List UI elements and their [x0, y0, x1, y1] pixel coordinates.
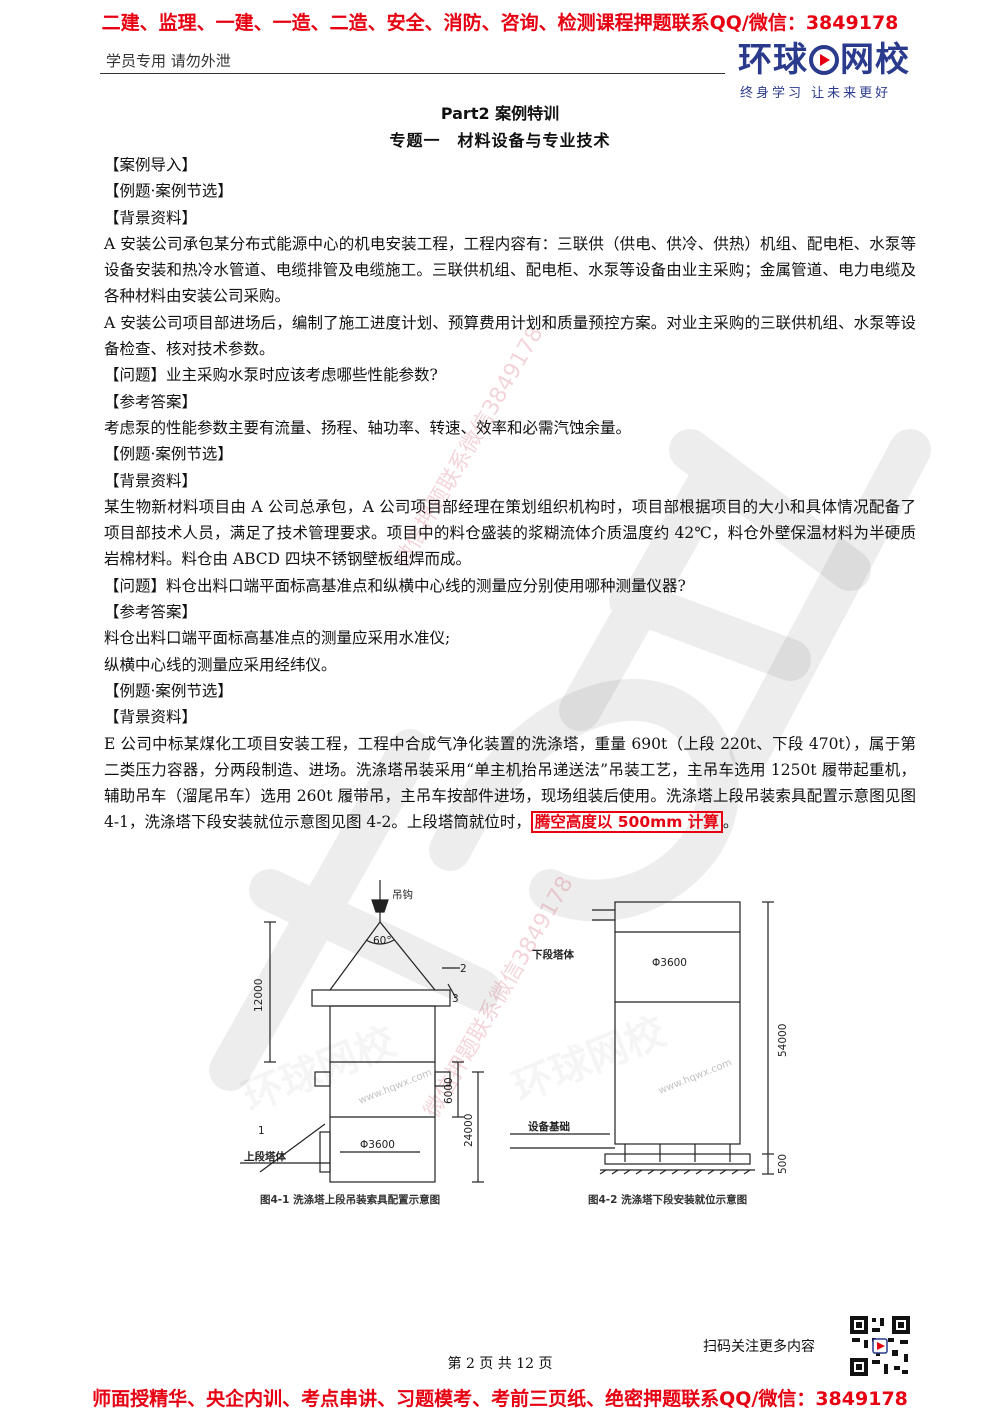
label-hook: 吊钩: [392, 889, 413, 901]
figure-area: 吊钩 60° 2 3 1 12000 6000 24000 Φ3600 上段塔体…: [220, 872, 800, 1212]
logo-text-left: 环球: [738, 40, 808, 80]
paragraph: E 公司中标某煤化工项目安装工程，工程中合成气净化装置的洗涤塔，重量 690t（…: [104, 731, 916, 836]
section-heading: 【例题·案例节选】: [104, 445, 233, 464]
label-3: 3: [452, 993, 459, 1005]
label-lower-section: 下段塔体: [532, 948, 574, 961]
header-divider: [100, 73, 725, 74]
section-heading: 【例题·案例节选】: [104, 681, 233, 700]
document-body: 【案例导入】 【例题·案例节选】 【背景资料】 A 安装公司承包某分布式能源中心…: [104, 152, 916, 836]
answer: 考虑泵的性能参数主要有流量、扬程、轴功率、转速、效率和必需汽蚀余量。: [104, 418, 632, 437]
qr-caption: 扫码关注更多内容: [703, 1339, 815, 1355]
label-angle: 60°: [373, 935, 392, 947]
figure-4-1-diagram: 吊钩 60° 2 3 1 12000 6000 24000 Φ3600 上段塔体…: [237, 880, 789, 1183]
label-diameter-1: Φ3600: [360, 1139, 395, 1151]
header-note: 学员专用 请勿外泄: [106, 52, 231, 70]
question: 【问题】料仓出料口端平面标高基准点和纵横中心线的测量应分别使用哪种测量仪器?: [104, 576, 686, 595]
section-heading: 【背景资料】: [104, 471, 198, 490]
section-heading: 【例题·案例节选】: [104, 182, 233, 201]
promo-banner-bottom: 师面授精华、央企内训、考点串讲、习题模考、考前三页纸、绝密押题联系QQ/微信：3…: [92, 1388, 908, 1410]
logo-slogan: 终身学习 让未来更好: [740, 86, 892, 101]
promo-banner-top: 二建、监理、一建、一造、二造、安全、消防、咨询、检测课程押题联系QQ/微信：38…: [101, 12, 899, 34]
section-heading: 【背景资料】: [104, 708, 198, 727]
answer: 纵横中心线的测量应采用经纬仪。: [104, 655, 337, 674]
figure-4-2-diagram: [510, 901, 774, 1175]
page-number: 第 2 页 共 12 页: [447, 1356, 553, 1372]
dim-54000: 54000: [777, 1024, 789, 1057]
label-foundation: 设备基础: [528, 1120, 570, 1133]
label-1: 1: [258, 1125, 265, 1137]
figure-4-1-caption: 图4-1 洗涤塔上段吊装索具配置示意图: [260, 1194, 441, 1206]
section-heading: 【背景资料】: [104, 208, 198, 227]
paragraph: A 安装公司项目部进场后，编制了施工进度计划、预算费用计划和质量预控方案。对业主…: [104, 313, 916, 359]
figure-4-2-caption: 图4-2 洗涤塔下段安装就位示意图: [588, 1194, 748, 1206]
label-upper-section: 上段塔体: [244, 1150, 286, 1163]
section-heading: 【参考答案】: [104, 392, 198, 411]
dim-12000: 12000: [253, 979, 265, 1012]
dim-6000: 6000: [443, 1077, 455, 1104]
label-diameter-2: Φ3600: [652, 957, 687, 969]
section-heading: 【参考答案】: [104, 603, 198, 622]
dim-500: 500: [777, 1154, 789, 1174]
part-title: Part2 案例特训: [440, 104, 560, 123]
question: 【问题】业主采购水泵时应该考虑哪些性能参数?: [104, 366, 438, 385]
paragraph-end: 。: [722, 813, 739, 832]
figure-watermark-1: 环球网校: [237, 1019, 403, 1122]
dim-24000: 24000: [463, 1114, 475, 1147]
label-2: 2: [460, 963, 467, 975]
qr-code-icon[interactable]: [848, 1314, 912, 1378]
logo-text-right: 网校: [840, 40, 910, 80]
highlight-box: 腾空高度以 500mm 计算: [530, 811, 723, 834]
answer: 料仓出料口端平面标高基准点的测量应采用水准仪;: [104, 629, 451, 648]
figure-watermark-site-2: www.hqwx.com: [657, 1057, 734, 1096]
paragraph-text: E 公司中标某煤化工项目安装工程，工程中合成气净化装置的洗涤塔，重量 690t（…: [104, 734, 916, 832]
play-icon: [809, 45, 839, 75]
paragraph: 某生物新材料项目由 A 公司总承包，A 公司项目部经理在策划组织机构时，项目部根…: [104, 497, 916, 569]
brand-logo: 环球 网校 终身学习 让未来更好: [738, 40, 916, 101]
topic-title: 专题一 材料设备与专业技术: [389, 131, 611, 150]
section-heading: 【案例导入】: [104, 156, 198, 174]
paragraph: A 安装公司承包某分布式能源中心的机电安装工程，工程内容有：三联供（供电、供冷、…: [104, 234, 916, 306]
figure-watermark-2: 环球网校: [507, 1009, 673, 1112]
